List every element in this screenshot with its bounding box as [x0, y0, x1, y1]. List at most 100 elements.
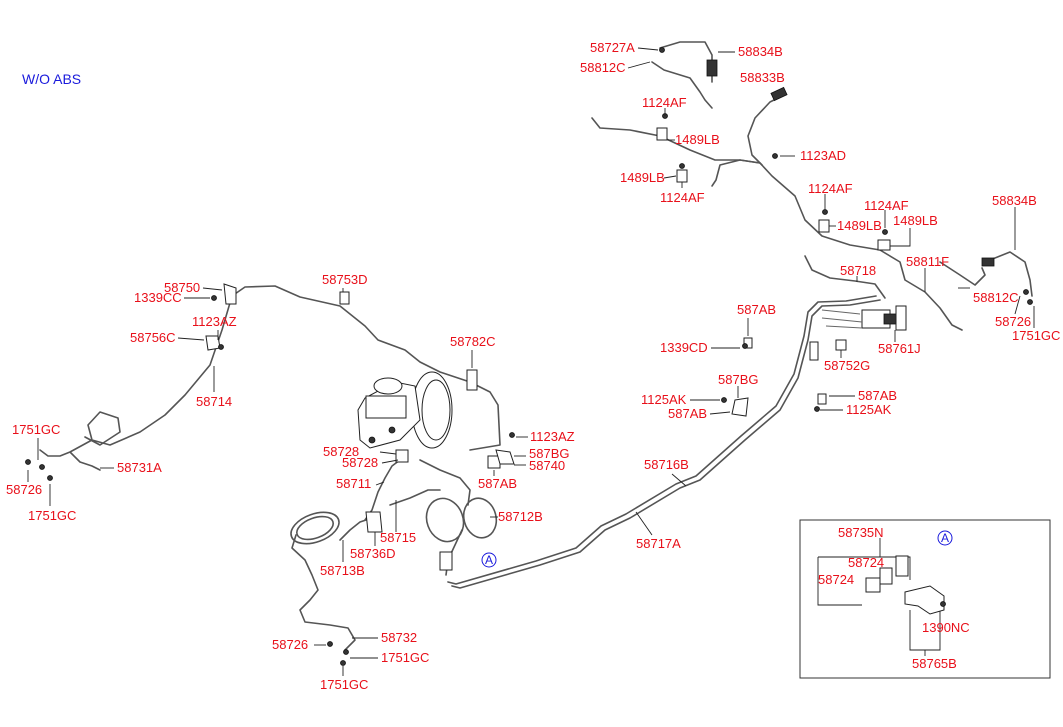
label-1125AK_b: 1125AK [846, 402, 892, 417]
clip-58736D [365, 511, 383, 533]
bolt-1339CD [742, 343, 748, 349]
clip-587AB-c [817, 393, 827, 405]
label-58735N: 58735N [838, 525, 884, 540]
label-58812C_top: 58812C [580, 60, 626, 75]
part-labels: 58727A 58834B 58812C 58833B 1124AF 1489L… [6, 40, 1060, 692]
reservoir [365, 395, 407, 419]
label-58718: 58718 [840, 263, 876, 278]
label-587AB_a: 587AB [737, 302, 776, 317]
label-58833B: 58833B [740, 70, 785, 85]
label-58782C: 58782C [450, 334, 496, 349]
label-58726_b: 58726 [272, 637, 308, 652]
reservoir-cap [373, 377, 403, 395]
bracket-58765B [904, 585, 945, 615]
valve-pipes [821, 309, 863, 329]
pipe-58731A [39, 439, 101, 471]
bolt-1123AD [772, 153, 778, 159]
label-587AB_b: 587AB [668, 406, 707, 421]
inset-box [799, 519, 1051, 679]
pipe-58718 [804, 255, 886, 299]
label-58712B: 58712B [498, 509, 543, 524]
label-58728_a: 58728 [323, 444, 359, 459]
label-1751GC_b: 1751GC [28, 508, 76, 523]
label-58727A_top: 58727A [590, 40, 635, 55]
label-1124AF_d: 1124AF [864, 198, 909, 213]
clip-58724-b [865, 577, 881, 593]
label-1751GC_c: 1751GC [381, 650, 429, 665]
label-587AB_d: 587AB [478, 476, 517, 491]
bolt-1390NC [940, 601, 946, 607]
clip-1489LB-a [656, 127, 668, 141]
marker-A-label: A [485, 553, 493, 567]
marker-A-circle [481, 552, 497, 568]
pipe-loop-58713B [290, 511, 340, 545]
bolt-1751GC-c [343, 649, 349, 655]
label-1124AF_a: 1124AF [642, 95, 687, 110]
label-58753D: 58753D [322, 272, 368, 287]
pipe-58736D [339, 517, 373, 541]
clip-58724-a2 [895, 555, 909, 577]
label-58732: 58732 [381, 630, 417, 645]
valve-end [895, 305, 907, 331]
bolt-1125AK-b [814, 406, 820, 412]
clip-587AB-d [487, 455, 501, 469]
label-58717A: 58717A [636, 536, 681, 551]
bolt-1751GC-b [47, 475, 53, 481]
label-1489LB_b: 1489LB [620, 170, 665, 185]
label-1123AZ_a: 1123AZ [192, 314, 237, 329]
clip-1489LB-d [877, 239, 891, 251]
brake-parts [25, 47, 1033, 666]
label-1489LB_d: 1489LB [893, 213, 938, 228]
label-58724_b: 58724 [818, 572, 854, 587]
label-58731A: 58731A [117, 460, 162, 475]
pipe-58713B [291, 534, 356, 651]
label-1123AZ_b: 1123AZ [530, 429, 575, 444]
pipe-58715 [389, 459, 471, 506]
hose-58834B-right [984, 251, 1033, 297]
clip-1489LB-b [676, 169, 688, 183]
label-58716B: 58716B [644, 457, 689, 472]
label-58714: 58714 [196, 394, 232, 409]
bracket-587BG-a [731, 397, 749, 417]
bolt-1123AZ-b [509, 432, 515, 438]
label-58834B_top: 58834B [738, 44, 783, 59]
label-587BG_a: 587BG [718, 372, 758, 387]
pipe-loop-58713B-inner [296, 515, 334, 541]
bolt-1751GC-d [340, 660, 346, 666]
pipe-58717A [451, 299, 881, 589]
bracket-58750 [223, 283, 237, 305]
label-1124AF_b: 1124AF [660, 190, 705, 205]
valve-fitting [883, 313, 897, 325]
detail-inset-A: A [799, 519, 1051, 679]
valve-bracket [809, 341, 819, 361]
clip-58724-a [879, 567, 893, 585]
label-587BG_b: 587BG [529, 446, 569, 461]
brake-booster-rim [421, 379, 451, 441]
label-58713B: 58713B [320, 563, 365, 578]
label-1339CC: 1339CC [134, 290, 182, 305]
label-58726_right: 58726 [995, 314, 1031, 329]
pipe-loop-a [425, 497, 465, 543]
bolt-1124AF-d [882, 229, 888, 235]
label-58724_a: 58724 [848, 555, 884, 570]
clip-58782C [466, 369, 478, 391]
clip-1489LB-c [818, 219, 830, 233]
label-58811F: 58811F [906, 254, 949, 269]
label-58812C_right: 58812C [973, 290, 1019, 305]
bolt-58726-a [25, 459, 31, 465]
label-58726_a: 58726 [6, 482, 42, 497]
label-1390NC: 1390NC [922, 620, 970, 635]
bolt-1124AF-c [822, 209, 828, 215]
label-1125AK_a: 1125AK [641, 392, 687, 407]
without-abs-note: W/O ABS [22, 71, 81, 87]
label-1123AD: 1123AD [800, 148, 846, 163]
leader-lines [27, 47, 1035, 676]
hose-fitting [706, 59, 718, 77]
bolt-1124AF-b [679, 163, 685, 169]
label-58736D: 58736D [350, 546, 396, 561]
fitting [368, 436, 376, 444]
label-1489LB_a: 1489LB [675, 132, 720, 147]
bolt-58727A [659, 47, 665, 53]
